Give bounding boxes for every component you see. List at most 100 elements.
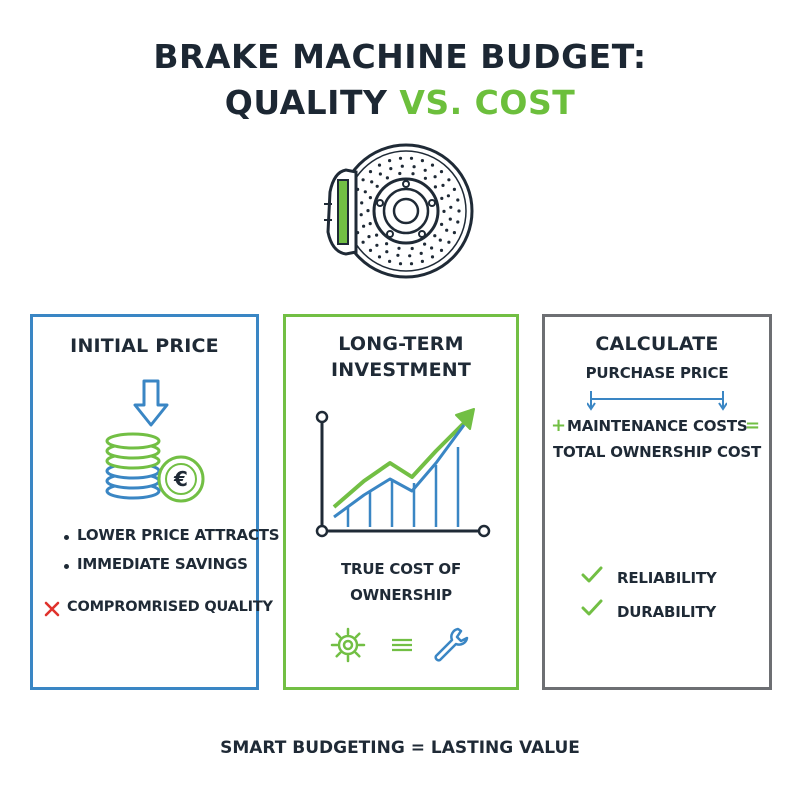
disc-hole: [359, 213, 363, 217]
disc-hole: [446, 194, 450, 198]
disc-hole: [388, 259, 392, 263]
panel-initial-price: INITIAL PRICE € LOWER PRICE ATTRACTS IMM…: [30, 314, 280, 690]
disc-hole: [368, 196, 372, 200]
disc-hole: [375, 184, 379, 188]
rising-trend-chart-icon: [315, 408, 491, 538]
disc-hole: [433, 234, 437, 238]
disc-hole: [389, 167, 393, 171]
disc-hole: [388, 159, 392, 163]
disc-hole: [410, 246, 414, 251]
page-title: BRAKE MACHINE BUDGET: QUALITY VS. COST: [0, 34, 800, 126]
disc-hole: [368, 170, 373, 174]
checkmark-icon: [581, 599, 603, 616]
title-line-2-dark: QUALITY: [224, 83, 400, 122]
disc-hole: [408, 254, 412, 258]
bullet-immediate-savings: IMMEDIATE SAVINGS: [77, 555, 248, 573]
equals-sign: =: [745, 415, 760, 436]
disc-hole: [419, 251, 423, 255]
disc-hole: [368, 248, 373, 252]
gear-icon: [330, 627, 366, 663]
disc-hole: [440, 222, 444, 226]
disc-hole: [370, 180, 374, 184]
disc-hole: [377, 163, 382, 167]
disc-hole: [440, 196, 444, 200]
disc-hole: [375, 233, 379, 237]
disc-hole: [409, 262, 414, 266]
disc-hole: [423, 242, 427, 246]
disc-hole: [397, 246, 401, 250]
disc-hole: [447, 240, 451, 244]
disc-hole: [438, 238, 442, 242]
title-line-2: QUALITY VS. COST: [0, 80, 800, 126]
wrench-icon: [434, 627, 469, 662]
panel-heading-line-2: INVESTMENT: [330, 359, 472, 381]
disc-hole: [452, 231, 456, 235]
bracket-arrows-icon: [587, 391, 727, 411]
disc-hole: [423, 168, 427, 172]
disc-hole: [448, 217, 452, 221]
disc-hole: [385, 176, 389, 180]
disc-hole: [452, 187, 456, 191]
formula-purchase-price: PURCHASE PRICE: [585, 364, 729, 382]
disc-hole: [423, 176, 427, 180]
footer-tagline: SMART BUDGETING = LASTING VALUE: [220, 738, 580, 758]
plus-sign: +: [551, 415, 566, 436]
title-line-1: BRAKE MACHINE BUDGET:: [153, 37, 647, 76]
down-arrow-icon: [133, 379, 169, 427]
svg-text:€: €: [173, 467, 188, 491]
disc-hole: [456, 220, 460, 224]
disc-hole: [377, 255, 382, 259]
panel-calculate: CALCULATE PURCHASE PRICE + MAINTENANCE C…: [542, 314, 772, 690]
cross-icon: [44, 601, 60, 617]
disc-hole: [441, 183, 445, 187]
disc-hole: [398, 171, 402, 176]
disc-hole: [447, 178, 451, 182]
disc-hole: [420, 159, 424, 163]
disc-hole: [366, 209, 370, 213]
disc-hole: [411, 172, 415, 176]
disc-hole: [368, 222, 372, 226]
disc-hole: [430, 163, 435, 167]
panel-heading-line-1: LONG-TERM: [338, 333, 464, 355]
equals-icon: [392, 638, 412, 652]
title-line-2-accent: VS. COST: [399, 83, 576, 122]
bullet-dot: [64, 535, 69, 540]
disc-hole: [378, 172, 382, 176]
disc-hole: [361, 178, 365, 182]
check-reliability: RELIABILITY: [617, 569, 717, 587]
disc-hole: [439, 170, 444, 174]
disc-hole: [396, 253, 400, 257]
disc-hole: [385, 242, 389, 246]
disc-hole: [367, 235, 371, 239]
disc-hole: [430, 255, 435, 259]
check-durability: DURABILITY: [617, 603, 717, 621]
bullet-lower-price: LOWER PRICE ATTRACTS: [77, 526, 280, 544]
disc-hole: [400, 164, 404, 168]
caption-line-1: TRUE COST OF: [340, 560, 462, 578]
disc-hole: [362, 224, 366, 228]
disc-hole: [439, 248, 444, 252]
formula-total-ownership-cost: TOTAL OWNERSHIP COST: [552, 443, 762, 461]
caption-line-2: OWNERSHIP: [350, 586, 452, 604]
disc-hole: [430, 246, 434, 250]
disc-hole: [442, 209, 446, 213]
panel-long-term-investment: LONG-TERM INVESTMENT TRUE COST OF OWNERS…: [283, 314, 519, 690]
disc-hole: [449, 205, 453, 209]
disc-hole: [409, 156, 414, 160]
disc-hole: [361, 240, 365, 244]
disc-hole: [375, 243, 379, 247]
disc-hole: [433, 175, 437, 179]
warning-compromised-quality: COMPROMRISED QUALITY: [67, 599, 273, 615]
disc-hole: [363, 190, 367, 194]
disc-hole: [385, 250, 389, 254]
disc-hole: [445, 228, 449, 232]
checkmark-icon: [581, 566, 603, 583]
disc-hole: [412, 165, 416, 169]
brake-disc-caliper-icon: [324, 143, 474, 279]
disc-hole: [420, 259, 424, 263]
disc-hole: [398, 262, 403, 266]
disc-hole: [457, 209, 461, 213]
bullet-dot: [64, 564, 69, 569]
panel-heading: CALCULATE: [595, 333, 719, 355]
disc-hole: [456, 198, 460, 202]
